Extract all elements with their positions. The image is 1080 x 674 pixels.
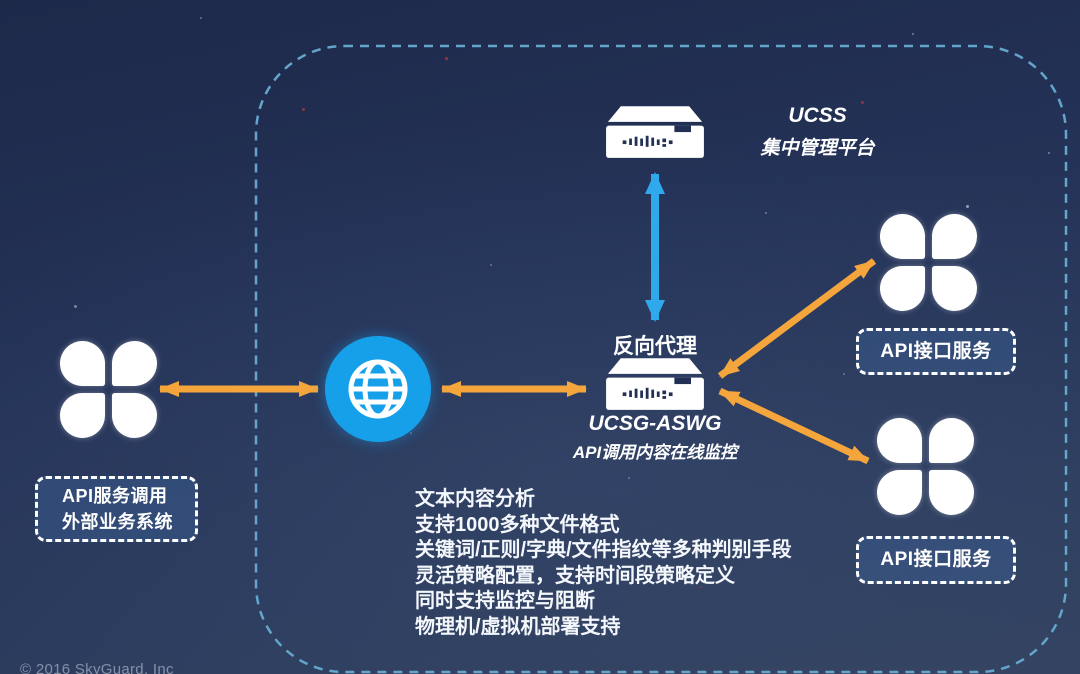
feature-line: 物理机/虚拟机部署支持	[415, 615, 621, 638]
external-system-cluster-icon	[60, 341, 157, 438]
arrow-proxy-api-bottom	[718, 387, 870, 465]
copyright-text: © 2016 SkyGuard, Inc	[20, 661, 174, 674]
ucss-label-block: UCSS 集中管理平台	[735, 104, 900, 160]
proxy-role-label: 反向代理	[613, 335, 697, 358]
arrow-proxy-api-top	[717, 258, 877, 379]
ucss-subtitle: 集中管理平台	[760, 138, 875, 159]
feature-list: 文本内容分析 支持1000多种文件格式 关键词/正则/字典/文件指纹等多种判别手…	[415, 487, 792, 640]
api-service-bottom-cluster-icon	[877, 418, 974, 515]
ucsg-server-icon	[606, 358, 704, 410]
external-system-line1: API服务调用	[62, 486, 168, 506]
external-system-line2: 外部业务系统	[62, 512, 173, 532]
api-service-top-cluster-icon	[880, 214, 977, 311]
external-system-box: API服务调用 外部业务系统	[35, 476, 198, 542]
api-service-top-label: API接口服务	[880, 340, 992, 362]
deployment-boundary	[254, 44, 1068, 674]
api-service-bottom-label: API接口服务	[880, 549, 992, 570]
feature-line: 关键词/正则/字典/文件指纹等多种判别手段	[415, 539, 792, 561]
feature-line: 支持1000多种文件格式	[415, 513, 620, 536]
api-service-bottom-box: API接口服务	[856, 536, 1016, 584]
internet-globe-icon	[325, 336, 431, 442]
proxy-product-name: UCSG-ASWG	[588, 412, 722, 435]
proxy-caption: API调用内容在线监控	[572, 443, 738, 462]
feature-line: 文本内容分析	[415, 488, 535, 510]
feature-line: 同时支持监控与阻断	[415, 590, 595, 612]
feature-line: 灵活策略配置，支持时间段策略定义	[415, 564, 735, 587]
ucss-server-icon	[606, 106, 704, 158]
ucss-title: UCSS	[788, 104, 847, 127]
api-service-top-box: API接口服务	[856, 328, 1016, 375]
